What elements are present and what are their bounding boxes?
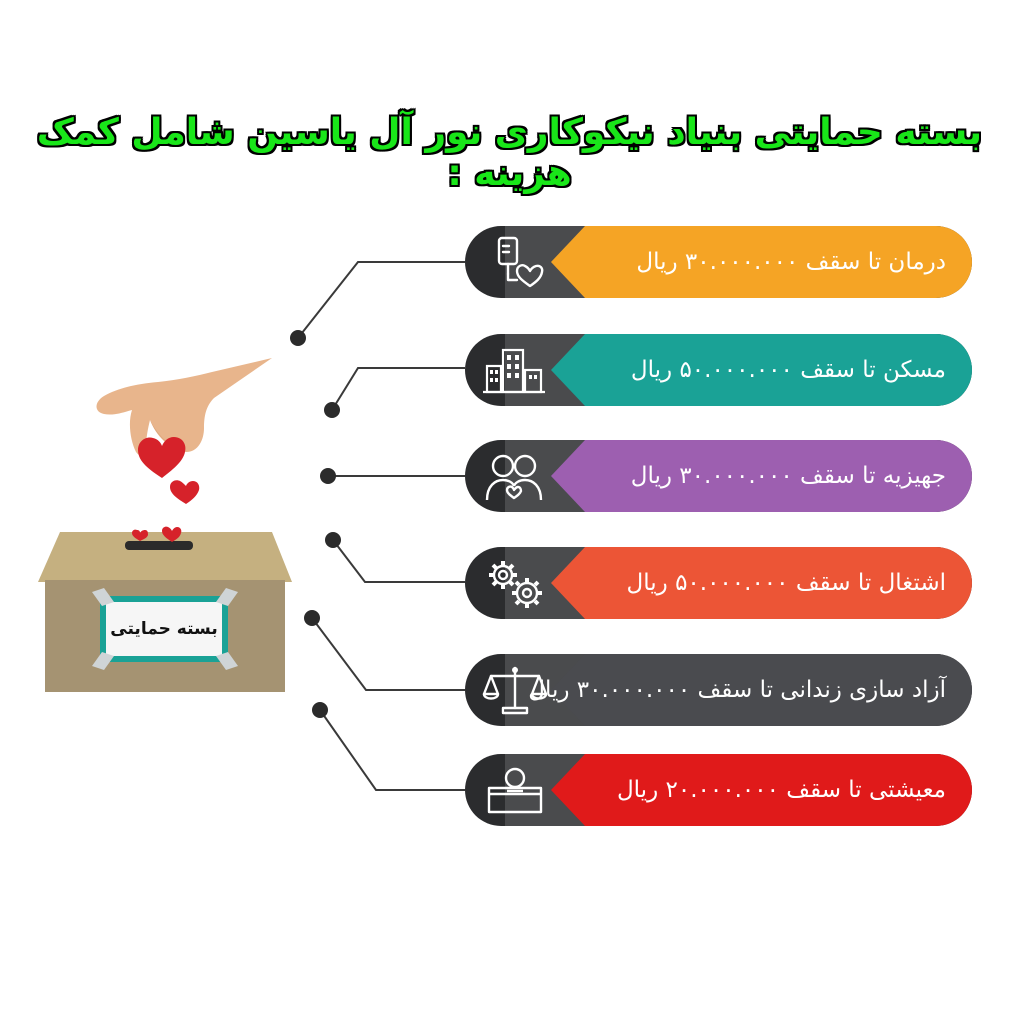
box-label: بسته حمایتی — [110, 619, 218, 639]
item-color-band — [551, 654, 972, 726]
item-label: آزاد سازی زندانی تا سقف ۳۰.۰۰۰.۰۰۰ ریال — [528, 677, 946, 703]
iv-drip-heart-icon — [497, 236, 544, 288]
connector-dot-3 — [320, 468, 336, 484]
box-lid — [38, 532, 292, 582]
aid-item-dowry: جهیزیه تا سقف ۳۰.۰۰۰.۰۰۰ ریال — [465, 440, 972, 512]
box-slot — [125, 541, 193, 550]
connector-dot-5 — [304, 610, 320, 626]
connector-dot-1 — [290, 330, 306, 346]
item-color-band — [551, 440, 972, 512]
connector-line-5 — [311, 617, 465, 691]
connector-line-4 — [332, 539, 465, 583]
item-color-band — [551, 334, 972, 406]
aid-item-employment: اشتغال تا سقف ۵۰.۰۰۰.۰۰۰ ریال — [465, 547, 972, 619]
donation-box-icon — [487, 767, 543, 814]
item-color-band — [551, 547, 972, 619]
page-title: بسته حمایتی بنیاد نیکوکاری نور آل یاسین … — [36, 112, 983, 194]
item-color-band — [551, 226, 972, 298]
hand-icon — [96, 358, 272, 456]
connector-dot-4 — [325, 532, 341, 548]
couple-icon — [485, 454, 543, 501]
connector-dot-6 — [312, 702, 328, 718]
aid-item-treatment: درمان تا سقف ۳۰.۰۰۰.۰۰۰ ریال — [465, 226, 972, 298]
aid-item-housing: مسکن تا سقف ۵۰.۰۰۰.۰۰۰ ریال — [465, 334, 972, 406]
connector-line-1 — [297, 261, 465, 339]
item-color-band — [551, 754, 972, 826]
item-label: معیشتی تا سقف ۲۰.۰۰۰.۰۰۰ ریال — [616, 777, 946, 803]
buildings-icon — [483, 348, 545, 394]
scales-icon — [482, 666, 548, 715]
connector-line-2 — [331, 367, 465, 411]
donation-box-illustration — [38, 526, 292, 692]
item-label: درمان تا سقف ۳۰.۰۰۰.۰۰۰ ریال — [636, 249, 946, 275]
heart-icon-small — [170, 480, 200, 504]
aid-item-livelihood: معیشتی تا سقف ۲۰.۰۰۰.۰۰۰ ریال — [465, 754, 972, 826]
aid-item-prisoner-release: آزاد سازی زندانی تا سقف ۳۰.۰۰۰.۰۰۰ ریال — [465, 654, 972, 726]
item-label: مسکن تا سقف ۵۰.۰۰۰.۰۰۰ ریال — [630, 357, 946, 383]
tape-pieces — [92, 588, 238, 670]
gears-icon — [489, 561, 542, 608]
heart-in-slot-icon — [162, 526, 182, 542]
connector-line-6 — [319, 709, 465, 791]
heart-icon-large — [138, 437, 186, 478]
connector-dot-2 — [324, 402, 340, 418]
heart-in-slot-icon-2 — [132, 529, 148, 541]
box-label-paper — [106, 602, 222, 656]
item-label: جهیزیه تا سقف ۳۰.۰۰۰.۰۰۰ ریال — [630, 463, 946, 489]
item-label: اشتغال تا سقف ۵۰.۰۰۰.۰۰۰ ریال — [626, 570, 946, 596]
hand-illustration — [96, 358, 272, 504]
